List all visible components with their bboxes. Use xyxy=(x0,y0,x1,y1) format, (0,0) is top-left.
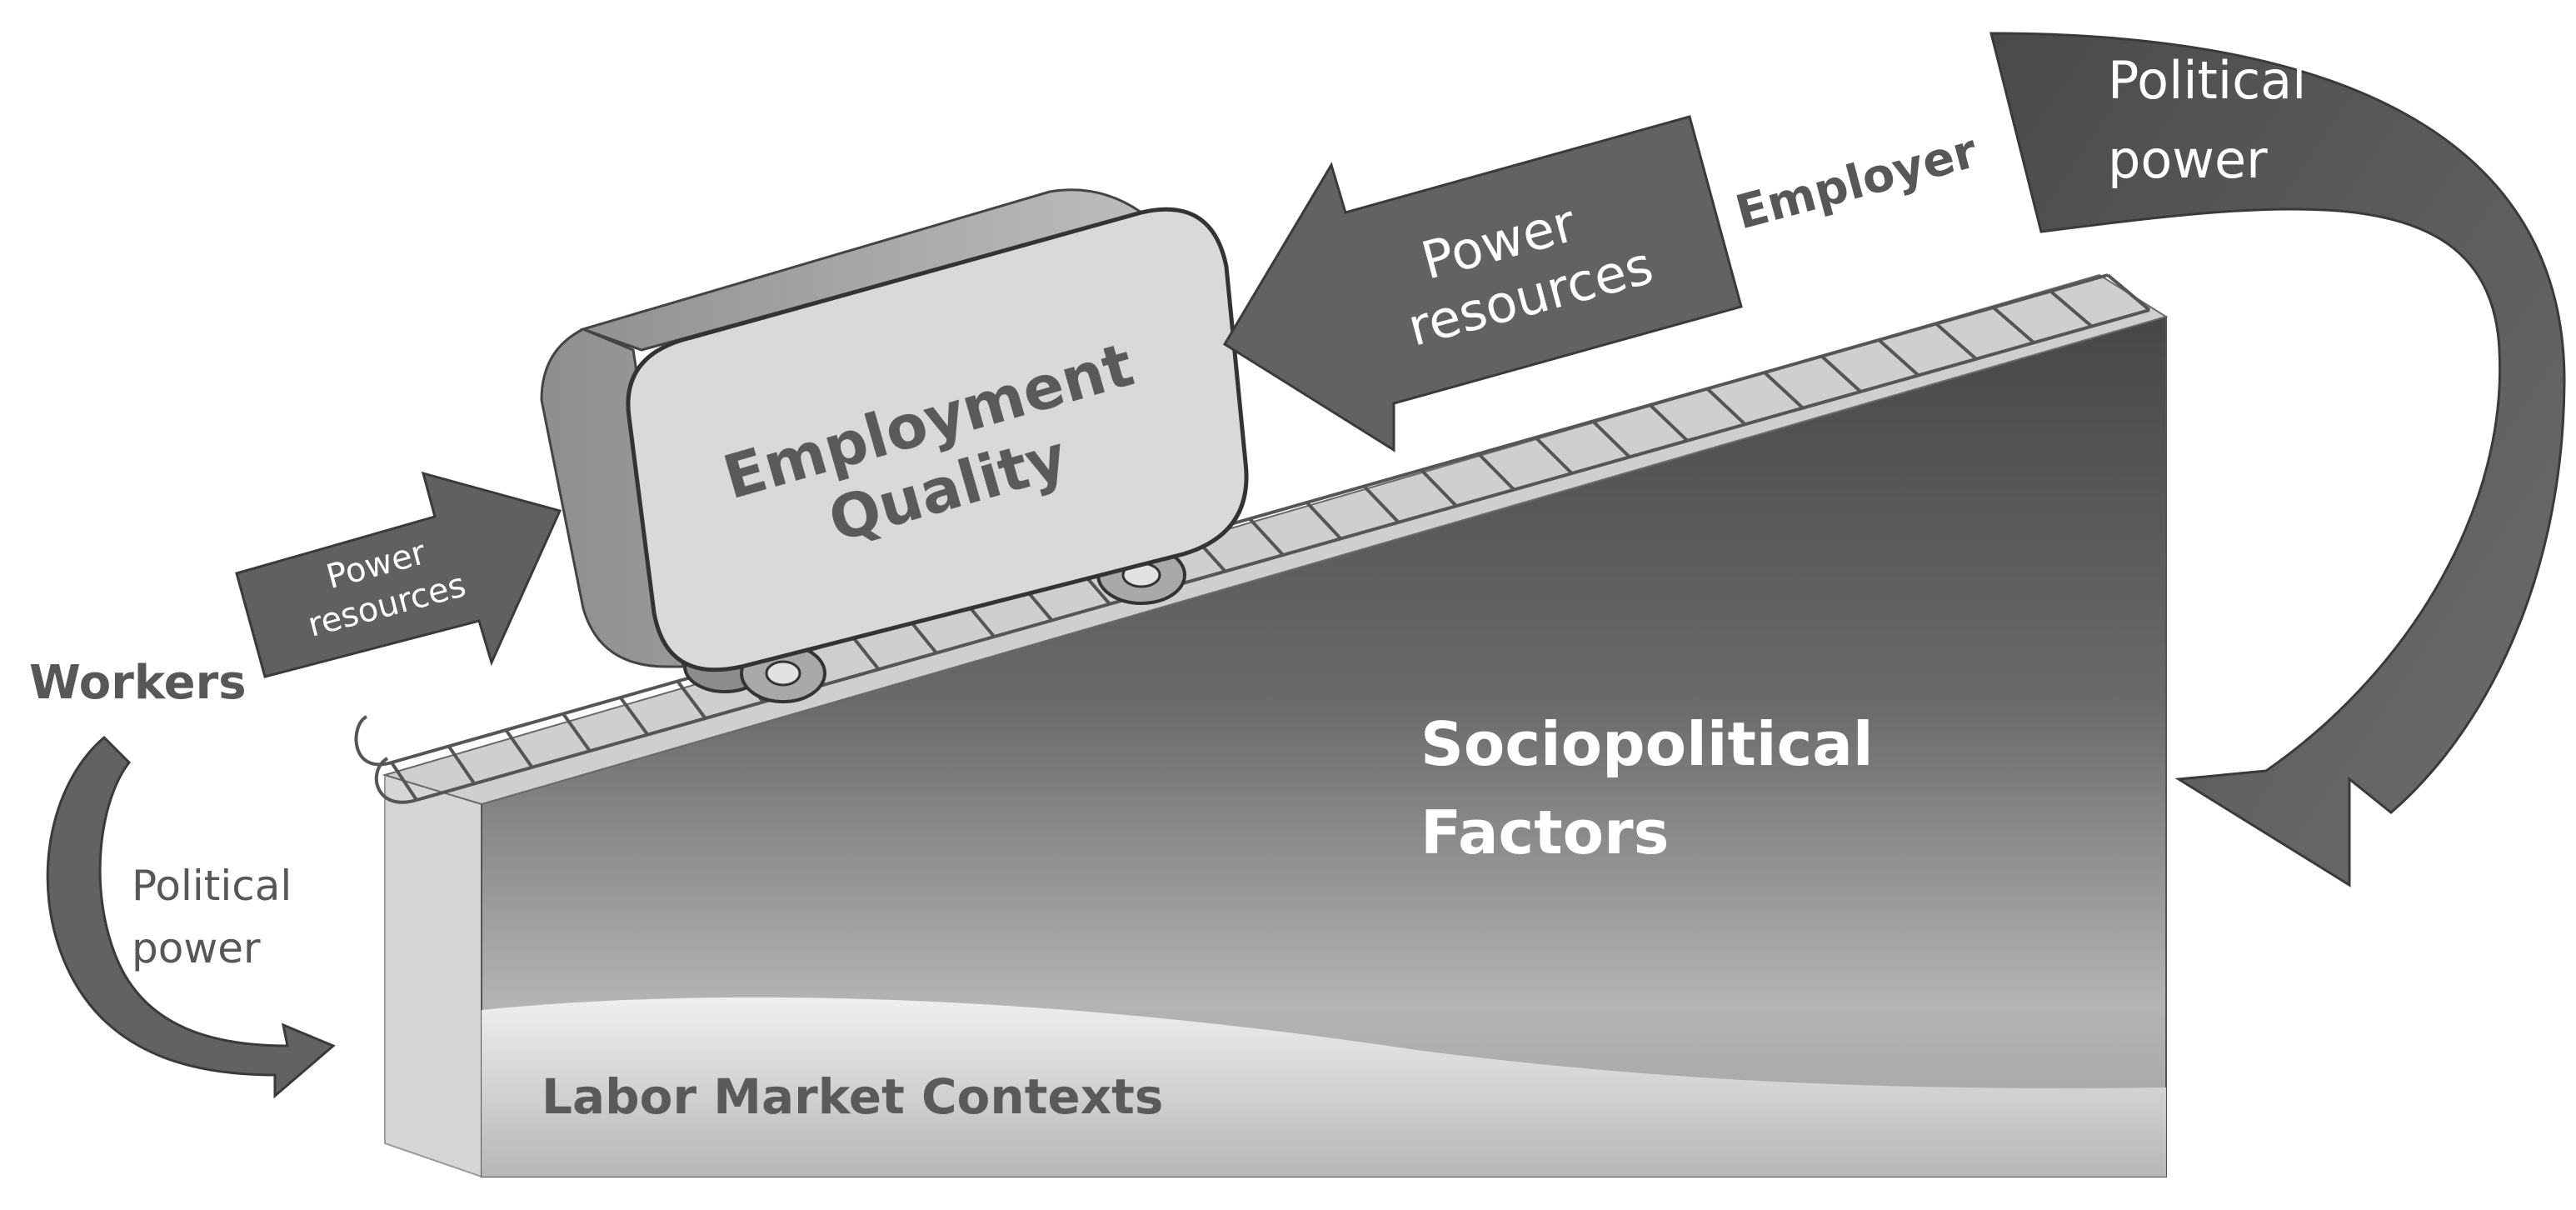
rail-tie xyxy=(1877,338,1920,377)
right-political-power-line1: Political xyxy=(2108,50,2306,111)
rail-tie xyxy=(1820,355,1862,393)
rail-tie xyxy=(1420,468,1458,508)
rail-tie xyxy=(1934,322,1978,361)
rail-tie xyxy=(2106,273,2151,312)
sociopolitical-factors-line2: Factors xyxy=(1420,798,1669,868)
rail-tie xyxy=(1763,371,1805,410)
employment-quality-cart xyxy=(540,188,1249,703)
rail-tie xyxy=(447,745,476,785)
rail-tie xyxy=(1305,501,1342,540)
rail-tie xyxy=(562,712,592,752)
left-political-power-line1: Political xyxy=(132,862,292,910)
employer-label: Employer xyxy=(1730,124,1984,241)
left-power-resources-arrow xyxy=(235,471,562,678)
right-political-power-line2: power xyxy=(2108,129,2268,190)
rail-tie xyxy=(1705,388,1747,426)
rail-tie xyxy=(1992,306,2035,344)
ramp-side-face xyxy=(384,773,482,1178)
labor-market-band xyxy=(482,997,2166,1177)
right-power-resources-arrow xyxy=(1222,115,1743,452)
rail-tie xyxy=(676,680,707,720)
rail-tie xyxy=(1362,485,1400,524)
ramp xyxy=(382,273,2169,1178)
rail-tie xyxy=(1534,436,1574,475)
right-political-power-arrow xyxy=(1989,32,2566,888)
left-political-power-arrow xyxy=(46,735,336,1099)
ramp-top-edge xyxy=(382,273,2169,806)
workers-label: Workers xyxy=(29,656,247,710)
rail-tie xyxy=(619,696,649,736)
rail-tie xyxy=(1477,452,1515,492)
rail-tie xyxy=(1248,518,1285,557)
rail-tie xyxy=(1649,403,1689,442)
rail-tie xyxy=(390,761,418,802)
left-political-power-line2: power xyxy=(132,924,261,972)
labor-market-contexts-label: Labor Market Contexts xyxy=(542,1068,1163,1125)
rail-tie xyxy=(1591,420,1631,458)
sociopolitical-factors-line1: Sociopolitical xyxy=(1420,709,1874,779)
rail-tie xyxy=(504,728,534,768)
cart-front-face xyxy=(626,207,1249,672)
rail-track xyxy=(354,273,2151,804)
rail-tie xyxy=(2049,289,2093,328)
